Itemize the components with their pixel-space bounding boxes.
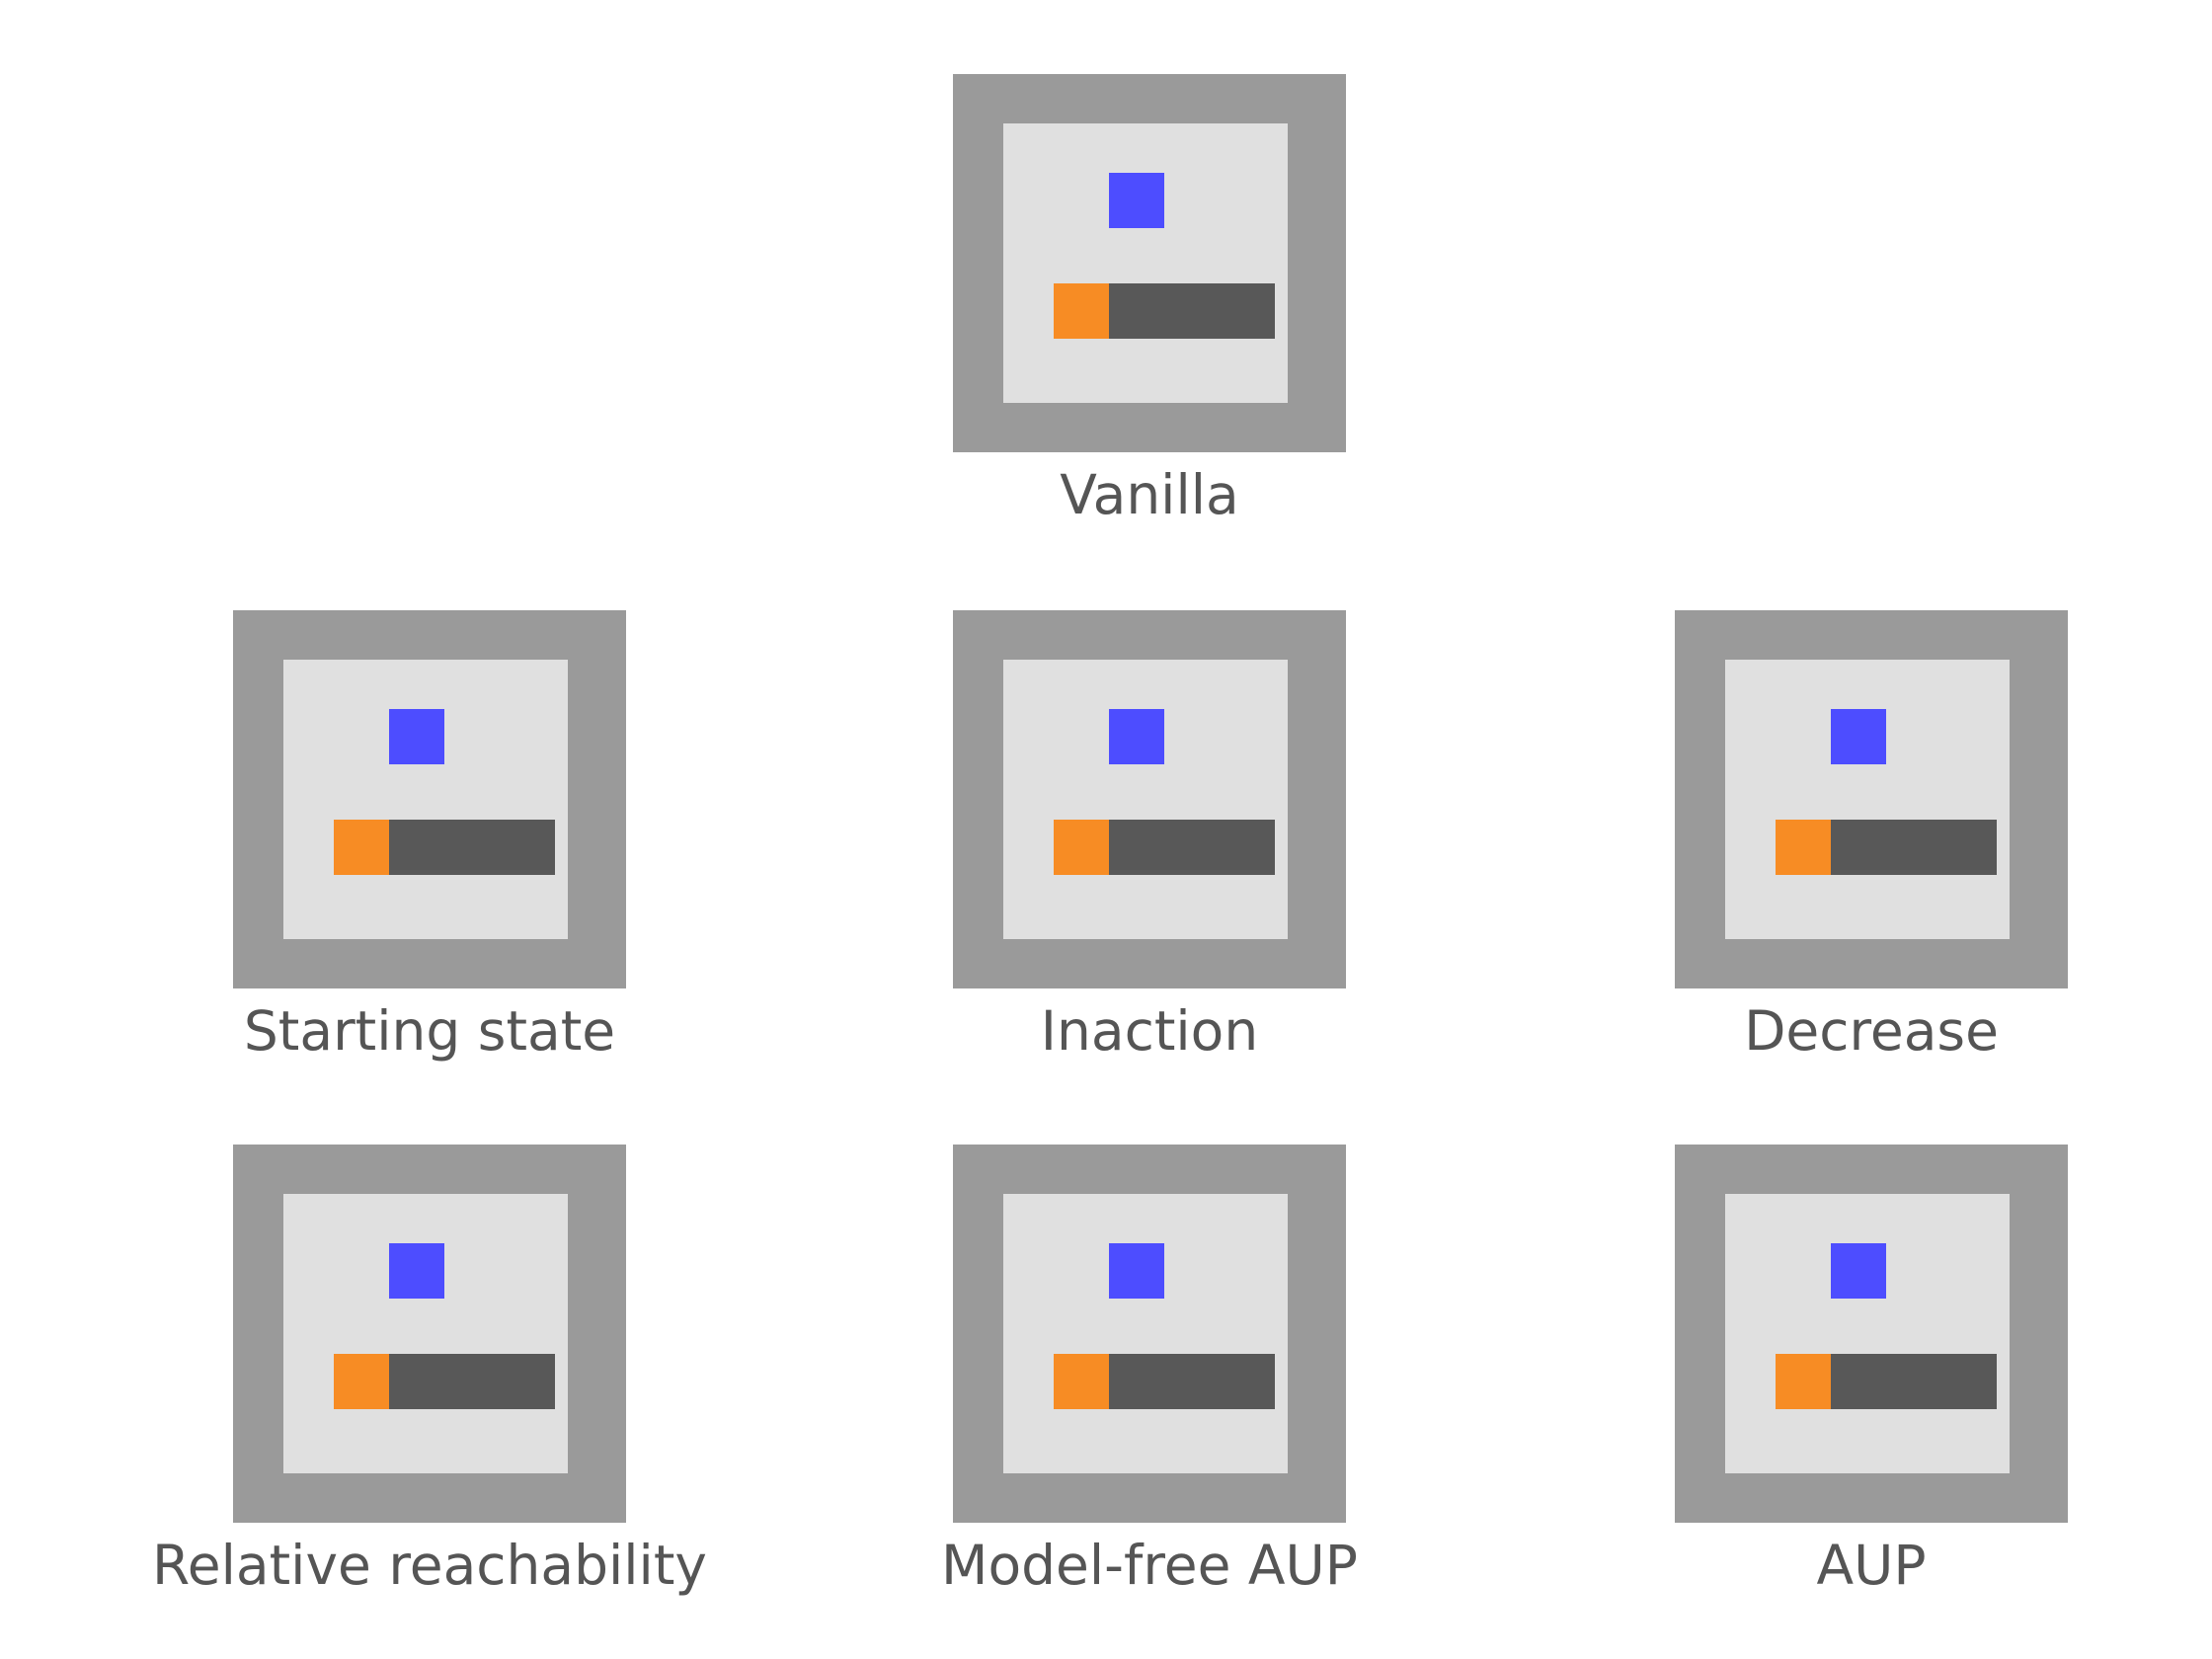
obstacle-dark-bar (389, 1354, 555, 1409)
agent-blue-square (389, 1243, 444, 1299)
box-orange-square (334, 820, 389, 875)
obstacle-dark-bar (1109, 820, 1275, 875)
panel-caption-vanilla: Vanilla (1060, 463, 1239, 526)
obstacle-dark-bar (1831, 820, 1997, 875)
box-orange-square (334, 1354, 389, 1409)
gridworld-floor (1003, 1194, 1288, 1473)
gridworld-panel-aup: AUP (1675, 1145, 2068, 1594)
gridworld-floor (283, 1194, 568, 1473)
agent-blue-square (1109, 173, 1164, 228)
gridworld-board-decrease (1675, 610, 2068, 988)
gridworld-panel-model-free-aup: Model-free AUP (941, 1145, 1358, 1594)
gridworld-floor (1725, 660, 2010, 939)
gridworld-floor (1003, 660, 1288, 939)
gridworld-board-inaction (953, 610, 1346, 988)
gridworld-panel-inaction: Inaction (953, 610, 1346, 1060)
agent-blue-square (389, 709, 444, 764)
panel-caption-aup: AUP (1816, 1534, 1927, 1597)
agent-blue-square (1831, 1243, 1886, 1299)
agent-blue-square (1109, 709, 1164, 764)
gridworld-panel-decrease: Decrease (1675, 610, 2068, 1060)
agent-blue-square (1831, 709, 1886, 764)
gridworld-panel-vanilla: Vanilla (953, 74, 1346, 523)
obstacle-dark-bar (389, 820, 555, 875)
gridworld-panel-starting-state: Starting state (233, 610, 626, 1060)
panel-caption-starting-state: Starting state (243, 999, 616, 1063)
gridworld-board-relative-reachability (233, 1145, 626, 1523)
box-orange-square (1776, 1354, 1831, 1409)
gridworld-panel-relative-reachability: Relative reachability (152, 1145, 707, 1594)
box-orange-square (1776, 820, 1831, 875)
obstacle-dark-bar (1109, 283, 1275, 339)
gridworld-board-starting-state (233, 610, 626, 988)
panel-caption-inaction: Inaction (1040, 999, 1259, 1063)
gridworld-board-vanilla (953, 74, 1346, 452)
panel-caption-decrease: Decrease (1744, 999, 1999, 1063)
agent-blue-square (1109, 1243, 1164, 1299)
box-orange-square (1054, 283, 1109, 339)
panel-caption-model-free-aup: Model-free AUP (941, 1534, 1358, 1597)
box-orange-square (1054, 820, 1109, 875)
gridworld-floor (1725, 1194, 2010, 1473)
obstacle-dark-bar (1831, 1354, 1997, 1409)
gridworld-board-model-free-aup (953, 1145, 1346, 1523)
box-orange-square (1054, 1354, 1109, 1409)
obstacle-dark-bar (1109, 1354, 1275, 1409)
gridworld-floor (1003, 123, 1288, 403)
gridworld-floor (283, 660, 568, 939)
panel-caption-relative-reachability: Relative reachability (152, 1534, 707, 1597)
gridworld-board-aup (1675, 1145, 2068, 1523)
